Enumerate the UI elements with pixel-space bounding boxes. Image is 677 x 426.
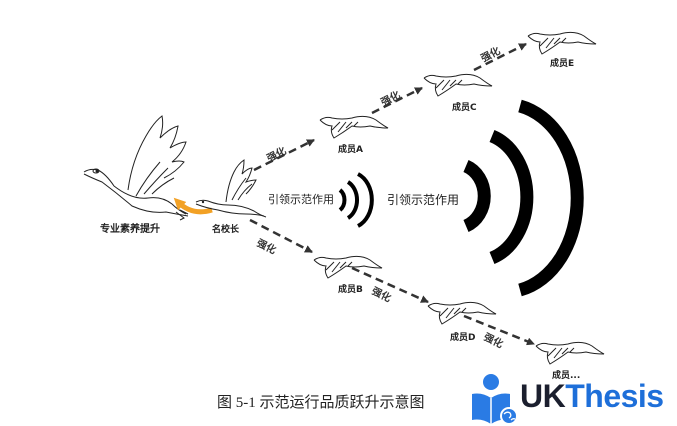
small-signal-icon bbox=[338, 172, 374, 228]
member-d-goose-icon bbox=[427, 301, 497, 325]
arrow-b-to-d bbox=[351, 266, 429, 304]
label-big-goose: 专业素养提升 bbox=[100, 224, 160, 235]
label-principal: 名校长 bbox=[212, 225, 240, 235]
signal-label-small: 引领示范作用 bbox=[268, 193, 334, 206]
arrow-c-to-e bbox=[473, 42, 527, 72]
label-member-more: 成员... bbox=[552, 371, 581, 381]
reader-globe-icon bbox=[472, 374, 518, 425]
watermark-thesis: Thesis bbox=[565, 378, 664, 414]
watermark-logo: UKThesis bbox=[520, 378, 664, 415]
label-member-a: 成员A bbox=[338, 145, 363, 155]
member-more-goose-icon bbox=[535, 341, 605, 365]
principal-goose-icon bbox=[195, 159, 267, 218]
member-c-goose-icon bbox=[423, 73, 493, 97]
growth-arrow-icon bbox=[173, 197, 213, 215]
signal-label-large: 引领示范作用 bbox=[387, 193, 460, 207]
label-member-c: 成员C bbox=[452, 103, 477, 113]
big-goose-icon bbox=[83, 115, 189, 221]
arrow-principal-to-a bbox=[253, 138, 315, 172]
label-member-b: 成员B bbox=[338, 285, 363, 295]
large-signal-icon bbox=[463, 99, 584, 297]
figure-caption: 图 5-1 示范运行品质跃升示意图 bbox=[217, 395, 425, 411]
member-a-goose-icon bbox=[319, 115, 389, 139]
arrow-a-to-c bbox=[371, 86, 423, 115]
member-b-goose-icon bbox=[313, 255, 383, 279]
arrow-principal-to-b bbox=[249, 218, 313, 254]
watermark-uk: UK bbox=[520, 378, 566, 414]
label-member-e: 成员E bbox=[550, 59, 575, 69]
member-e-goose-icon bbox=[527, 31, 597, 55]
label-member-d: 成员D bbox=[450, 333, 476, 343]
